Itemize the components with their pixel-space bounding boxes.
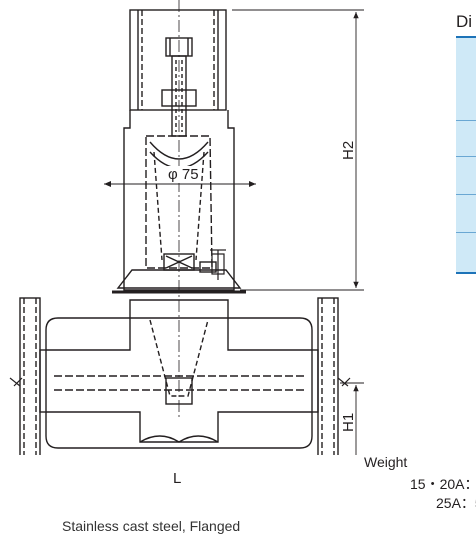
h1-dimension (340, 382, 364, 455)
valve-body (45, 299, 313, 449)
dimensions-table (456, 36, 476, 274)
diaphragm-assembly (112, 253, 246, 294)
weight-size-2: 25A：5 (436, 495, 476, 511)
bonnet (123, 110, 235, 291)
h2-dimension-label: H2 (340, 140, 357, 160)
left-flange (19, 297, 47, 455)
h1-dimension-label: H1 (340, 412, 357, 432)
material-caption: Stainless cast steel, Flanged (62, 518, 241, 534)
table-divider (456, 194, 476, 195)
top-cap (129, 9, 227, 111)
weight-line-2: 25A：5kg (436, 493, 476, 513)
weight-size-1: 15・20A：4 (410, 476, 476, 492)
table-title: Di (456, 12, 473, 31)
right-flange (311, 297, 339, 455)
h2-dimension (232, 9, 364, 291)
table-divider (456, 156, 476, 157)
l-dimension-label: L (173, 470, 182, 487)
table-divider (456, 232, 476, 233)
table-divider (456, 120, 476, 121)
weight-label: Weight (364, 454, 408, 470)
valve-technical-drawing (9, 0, 364, 455)
weight-line-1: 15・20A：4kg (410, 474, 476, 494)
pipe-break-symbols (9, 377, 351, 387)
phi-dimension-label: φ 75 (166, 166, 201, 183)
side-adjuster (210, 249, 226, 280)
